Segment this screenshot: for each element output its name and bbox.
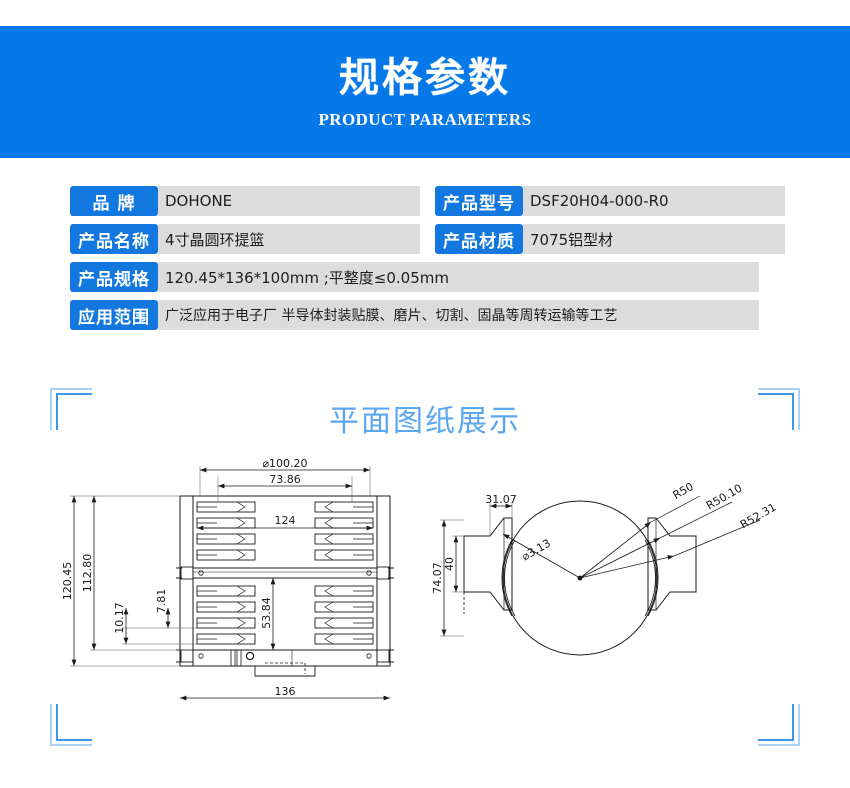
spec-label-brand: 品 牌: [70, 186, 158, 216]
front-elevation-view: [70, 466, 394, 677]
spec-label-material: 产品材质: [435, 224, 523, 254]
spec-value-application: 广泛应用于电子厂 半导体封装贴膜、磨片、切割、固晶等周转运输等工艺: [158, 300, 759, 330]
side-view-dimensions: [441, 495, 761, 636]
dim-label-31-07: 31.07: [485, 493, 517, 506]
page-banner: 规格参数 PRODUCT PARAMETERS: [0, 26, 850, 158]
dim-label-124: 124: [275, 514, 296, 527]
dim-label-40: 40: [443, 557, 456, 571]
front-view-dimensions: [71, 467, 390, 701]
dim-label-74-07: 74.07: [431, 562, 444, 594]
spec-label-specification: 产品规格: [70, 262, 158, 292]
dim-label-120-45: 120.45: [61, 562, 74, 601]
dim-label-r-50-10: R50.10: [704, 482, 744, 513]
dim-label-112-80: 112.80: [81, 554, 94, 593]
spec-label-model: 产品型号: [435, 186, 523, 216]
spec-value-model: DSF20H04-000-R0: [523, 186, 785, 216]
dim-label-dia-100-20: ⌀100.20: [262, 458, 307, 470]
drawing-section: 平面图纸展示: [0, 378, 850, 788]
corner-bracket-bottom-left-icon: [50, 700, 96, 746]
side-section-view: [440, 500, 697, 656]
corner-bracket-bottom-right-icon: [754, 700, 800, 746]
spec-row: 品 牌 DOHONE 产品型号 DSF20H04-000-R0: [0, 186, 850, 216]
spec-value-material: 7075铝型材: [523, 224, 785, 254]
dim-label-53-84: 53.84: [260, 597, 273, 629]
dim-label-r-52-31: R52.31: [738, 501, 778, 532]
spec-row: 应用范围 广泛应用于电子厂 半导体封装贴膜、磨片、切割、固晶等周转运输等工艺: [0, 300, 850, 330]
spec-value-product-name: 4寸晶圆环提篮: [158, 224, 420, 254]
dim-label-r-50: R50: [671, 480, 696, 502]
spec-row: 产品规格 120.45*136*100mm ;平整度≤0.05mm: [0, 262, 850, 292]
dim-label-73-86: 73.86: [269, 473, 301, 486]
spec-item-model: 产品型号 DSF20H04-000-R0: [435, 186, 785, 216]
dim-label-7-81: 7.81: [155, 589, 168, 614]
spec-label-application: 应用范围: [70, 300, 158, 330]
spec-item-material: 产品材质 7075铝型材: [435, 224, 785, 254]
specification-table: 品 牌 DOHONE 产品型号 DSF20H04-000-R0 产品名称 4寸晶…: [0, 186, 850, 338]
spec-value-specification: 120.45*136*100mm ;平整度≤0.05mm: [158, 262, 759, 292]
spec-row: 产品名称 4寸晶圆环提篮 产品材质 7075铝型材: [0, 224, 850, 254]
spec-item-specification: 产品规格 120.45*136*100mm ;平整度≤0.05mm: [70, 262, 759, 292]
spec-label-product-name: 产品名称: [70, 224, 158, 254]
side-view-dimension-labels: 31.07 74.07 40 ⌀3.13 R50 R50.10 R52.31: [431, 480, 778, 594]
corner-bracket-top-left-icon: [50, 388, 96, 434]
spec-value-brand: DOHONE: [158, 186, 420, 216]
front-view-dimension-labels: ⌀100.20 73.86 124 136 120.45 112.80 10.1…: [61, 458, 308, 698]
dim-label-136: 136: [275, 685, 296, 698]
technical-drawing: ⌀100.20 73.86 124 136 120.45 112.80 10.1…: [61, 458, 778, 701]
spec-item-brand: 品 牌 DOHONE: [70, 186, 420, 216]
spec-item-application: 应用范围 广泛应用于电子厂 半导体封装贴膜、磨片、切割、固晶等周转运输等工艺: [70, 300, 759, 330]
spec-item-product-name: 产品名称 4寸晶圆环提篮: [70, 224, 420, 254]
page-title: 规格参数: [339, 54, 511, 101]
dim-label-10-17: 10.17: [113, 602, 126, 634]
drawing-section-title: 平面图纸展示: [329, 404, 521, 439]
page-subtitle: PRODUCT PARAMETERS: [318, 109, 532, 129]
corner-bracket-top-right-icon: [754, 388, 800, 434]
